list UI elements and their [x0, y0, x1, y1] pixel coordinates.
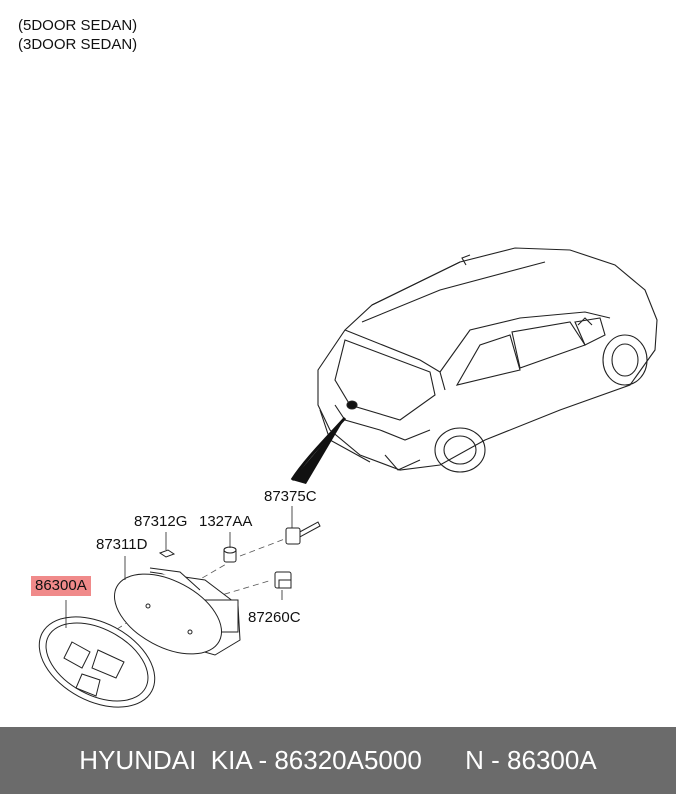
clip-part [158, 549, 176, 558]
part-label-87312g: 87312G [134, 513, 188, 530]
part-label-87375c: 87375C [264, 488, 317, 505]
brand-part-number: HYUNDAI KIA - 86320A5000 [79, 745, 422, 775]
part-label-87260c: 87260C [248, 609, 301, 626]
part-number-footer: HYUNDAI KIA - 86320A5000 N - 86300A [0, 727, 676, 794]
housing-part [113, 567, 241, 656]
retainer-part [274, 571, 292, 589]
variant-list: (5DOOR SEDAN) (3DOOR SEDAN) [18, 16, 137, 54]
car-illustration [317, 247, 658, 473]
bolt-part [285, 521, 321, 545]
emblem-part [38, 616, 156, 708]
part-label-1327aa: 1327AA [199, 513, 253, 530]
variant-3door: (3DOOR SEDAN) [18, 36, 138, 53]
part-label-86300a: 86300A [31, 576, 91, 596]
parts-diagram [38, 247, 658, 708]
variant-5door: (5DOOR SEDAN) [18, 17, 138, 34]
nut-part [223, 546, 237, 563]
part-label-87311d: 87311D [96, 536, 148, 553]
oem-part-number: N - 86300A [465, 745, 597, 775]
callout-lines [65, 506, 293, 628]
